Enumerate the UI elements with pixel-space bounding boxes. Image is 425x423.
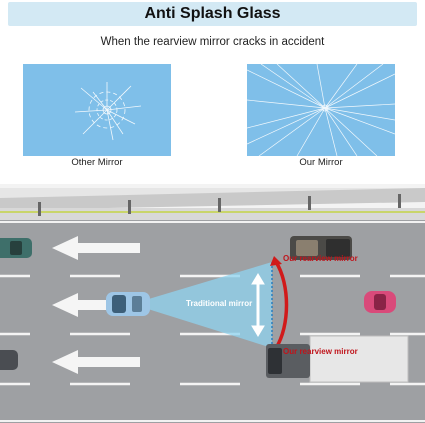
road-scene: Our rearview mirror Traditional mirror O… xyxy=(0,184,425,423)
label-our-mirror-bottom: Our rearview mirror xyxy=(283,347,358,356)
our-mirror-caption: Our Mirror xyxy=(299,157,343,168)
label-traditional-mirror: Traditional mirror xyxy=(186,299,253,308)
subtitle: When the rearview mirror cracks in accid… xyxy=(100,36,325,48)
other-mirror-caption: Other Mirror xyxy=(71,157,123,168)
title-banner: Anti Splash Glass xyxy=(8,2,417,26)
other-mirror-image xyxy=(23,64,171,156)
label-our-mirror-top: Our rearview mirror xyxy=(283,254,358,263)
cars xyxy=(0,236,409,383)
our-mirror-image xyxy=(247,64,395,156)
vision-cone xyxy=(132,262,272,348)
page-title: Anti Splash Glass xyxy=(144,5,281,22)
